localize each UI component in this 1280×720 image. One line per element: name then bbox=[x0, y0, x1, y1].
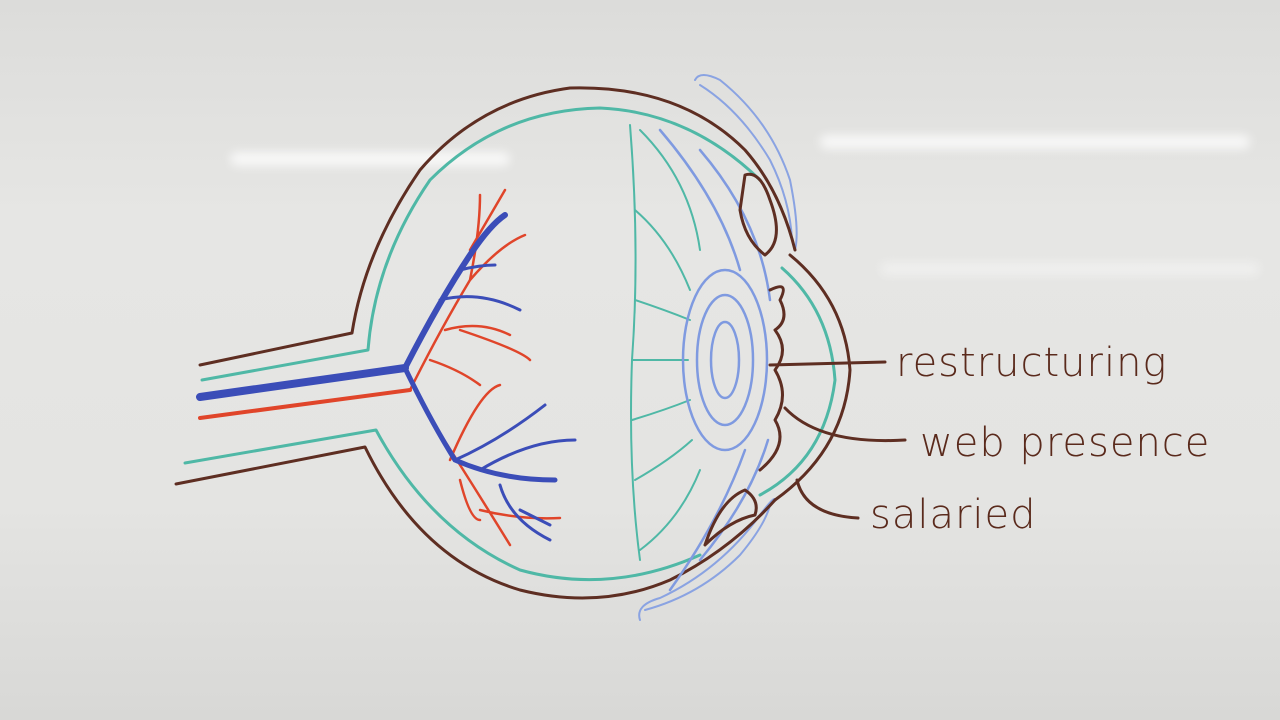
whiteboard-glare bbox=[820, 135, 1250, 149]
lens bbox=[658, 128, 772, 592]
blue-vessels bbox=[196, 212, 577, 542]
choroid-outline bbox=[183, 106, 837, 582]
whiteboard-glare bbox=[230, 152, 510, 166]
label-web-presence: web presence bbox=[920, 420, 1211, 466]
label-restructuring: restructuring bbox=[896, 340, 1168, 386]
leader-restructuring bbox=[768, 360, 887, 367]
leader-web-presence bbox=[783, 406, 907, 443]
leader-salaried bbox=[795, 478, 860, 520]
ciliary-body bbox=[629, 124, 701, 561]
iris bbox=[703, 172, 786, 547]
whiteboard-glare bbox=[880, 262, 1260, 276]
cornea bbox=[773, 253, 852, 502]
sclera-outline bbox=[174, 86, 852, 600]
eyelids bbox=[638, 74, 798, 621]
red-vessels bbox=[198, 188, 562, 547]
label-leaders bbox=[768, 360, 907, 520]
label-salaried: salaried bbox=[870, 492, 1037, 538]
